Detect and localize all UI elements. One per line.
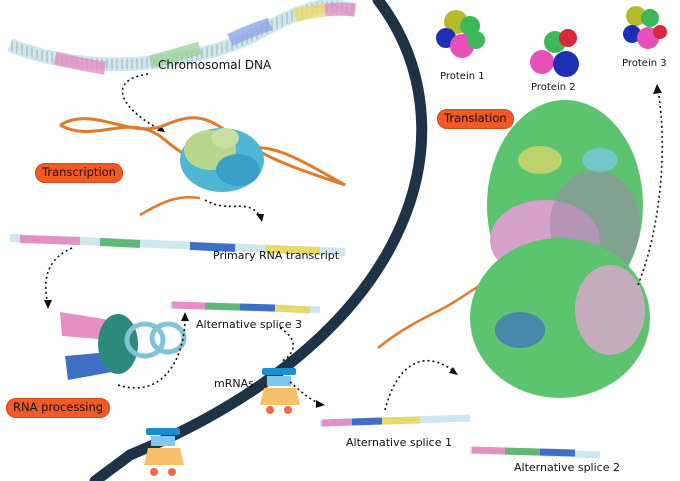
- protein-2-model: [530, 29, 579, 77]
- arrow-polymerase-to-transcript: [204, 199, 263, 221]
- chromosomal-dna: [7, 0, 357, 75]
- nascent-rna: [139, 195, 201, 217]
- arrow-transcript-to-processing: [44, 247, 73, 306]
- label-protein-3: Protein 3: [622, 58, 667, 69]
- label-protein-1: Protein 1: [440, 71, 485, 82]
- label-primary-rna-transcript: Primary RNA transcript: [213, 249, 340, 262]
- ribosome: [470, 100, 650, 398]
- alt-splice-1-strand: [319, 414, 471, 427]
- protein-3-model: [623, 6, 667, 49]
- primary-rna-transcript: [9, 234, 346, 256]
- arrow-dna-to-transcription: [121, 73, 166, 133]
- step-translation: Translation: [437, 109, 514, 129]
- label-protein-2: Protein 2: [531, 82, 576, 93]
- arrow-splice1-to-ribosome: [384, 359, 456, 411]
- alt-splice-2-strand: [469, 446, 601, 459]
- alt-splice-3-strand: [169, 301, 321, 314]
- rna-polymerase: [180, 128, 264, 192]
- label-chromosomal-dna: Chromosomal DNA: [158, 58, 272, 72]
- step-rna-processing: RNA processing: [6, 398, 111, 418]
- label-alt-splice-1: Alternative splice 1: [346, 436, 452, 449]
- protein-1-model: [436, 10, 485, 58]
- step-transcription: Transcription: [35, 163, 123, 183]
- nuclear-envelope: [89, 0, 428, 481]
- spliceosome: [60, 312, 187, 380]
- arrow-processing-to-splice3: [117, 317, 186, 389]
- label-alt-splice-2: Alternative splice 2: [514, 461, 620, 474]
- label-mrnas: mRNAs: [214, 377, 254, 390]
- label-alt-splice-3: Alternative splice 3: [196, 318, 302, 331]
- arrow-ribosome-to-protein: [637, 89, 664, 286]
- mrna-entering-ribosome: [377, 278, 491, 349]
- nuclear-pore-upper: [260, 368, 300, 414]
- arrow-splice3-to-pore: [279, 327, 294, 363]
- nuclear-pore-lower: [144, 428, 184, 476]
